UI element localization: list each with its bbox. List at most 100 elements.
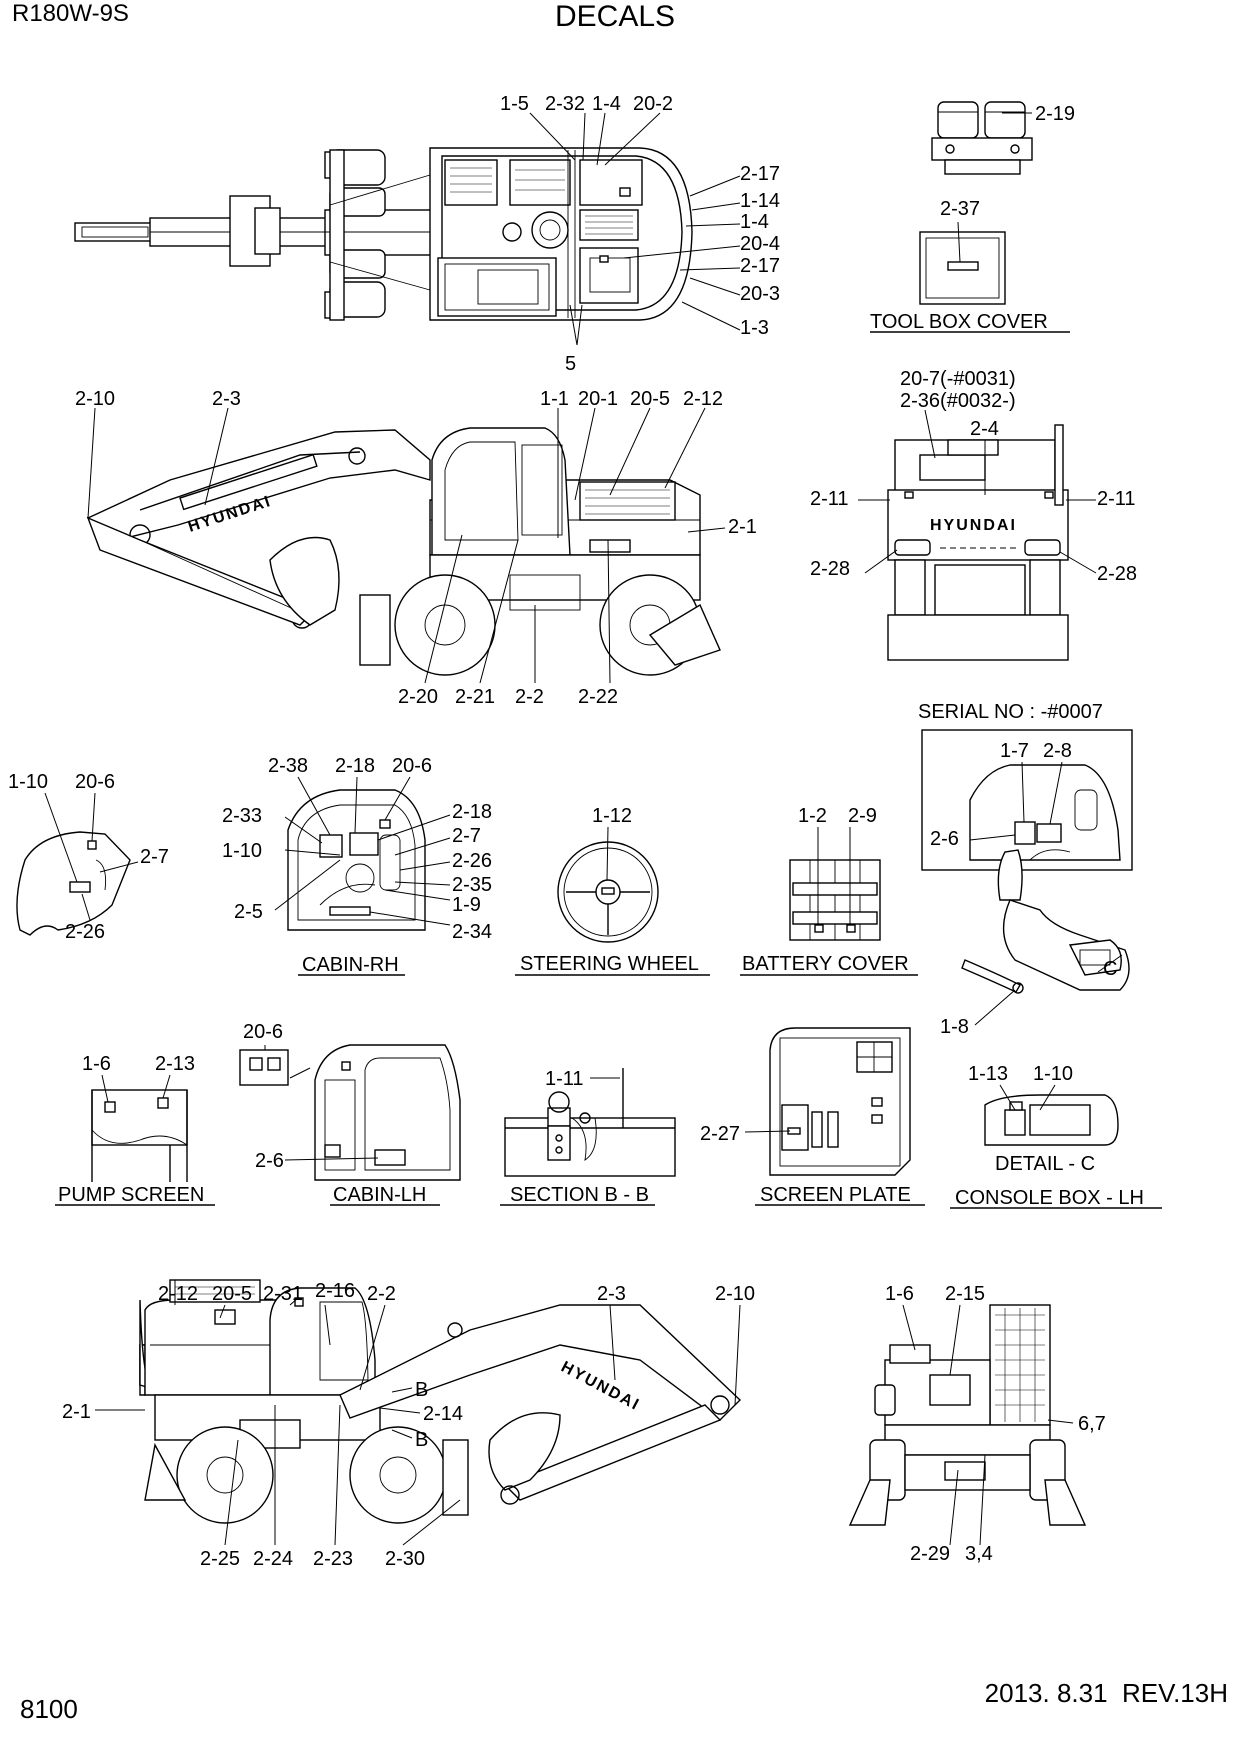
cabin-lh-detail	[239, 1044, 461, 1206]
callout-rear-1: 20-7(-#0031)	[900, 368, 1016, 390]
callout-steering-1: 1-12	[592, 805, 632, 827]
callouts-pump-screen: 1-6 2-13 PUMP SCREEN	[58, 1053, 204, 1206]
callout-front-5: 3,4	[965, 1543, 993, 1565]
callout-front-2: 2-15	[945, 1283, 985, 1305]
callout-siderh-2: 2-3	[212, 388, 241, 410]
side-view-lh: HYUNDAI	[95, 1279, 742, 1546]
callout-cabinrh-7: 1-10	[222, 840, 262, 862]
callout-sidelh-8: 2-1	[62, 1401, 91, 1423]
callout-serial-3: 2-6	[930, 828, 959, 850]
callout-sidelh-10: B	[415, 1379, 428, 1401]
callout-top-11: 1-3	[740, 317, 769, 339]
callout-sidelh-1: 2-12	[158, 1283, 198, 1305]
callout-pump-2: 2-13	[155, 1053, 195, 1075]
callout-cabinrh-8: 2-26	[452, 850, 492, 872]
callout-cabinrh-1: 2-38	[268, 755, 308, 777]
callout-toolbox-1: 2-37	[940, 198, 980, 220]
callout-window-3: 2-7	[140, 846, 169, 868]
console-box-detail	[950, 1084, 1162, 1209]
callout-joystick-1: C	[1103, 958, 1117, 980]
callout-cabinrh-10: 1-9	[452, 894, 481, 916]
window-detail	[16, 792, 139, 936]
callout-siderh-11: 2-22	[578, 686, 618, 708]
hydraulic-block-detail	[931, 101, 1033, 175]
callout-siderh-9: 2-21	[455, 686, 495, 708]
callouts-console-box: 1-13 1-10 DETAIL - C CONSOLE BOX - LH	[955, 1063, 1144, 1209]
callout-cabinrh-2: 2-18	[335, 755, 375, 777]
pump-screen-caption: PUMP SCREEN	[58, 1184, 204, 1206]
callouts-serial-no: SERIAL NO : -#0007 1-7 2-8 2-6	[918, 701, 1103, 850]
callout-top-7: 1-4	[740, 211, 769, 233]
callout-top-2: 2-32	[545, 93, 585, 115]
steering-wheel-detail	[515, 826, 710, 976]
callout-sidelh-15: 2-30	[385, 1548, 425, 1570]
screen-plate-detail	[744, 1027, 925, 1206]
callout-sidelh-7: 2-10	[715, 1283, 755, 1305]
callouts-side-rh: 2-10 2-3 1-1 20-1 20-5 2-12 2-1 2-20 2-2…	[75, 388, 757, 708]
callout-cabinrh-12: 2-34	[452, 921, 492, 943]
callouts-side-lh: 2-12 20-5 2-31 2-16 2-2 2-3 2-10 2-1 2-1…	[62, 1280, 755, 1570]
callout-cabinrh-6: 2-7	[452, 825, 481, 847]
steering-wheel-caption: STEERING WHEEL	[520, 953, 699, 975]
callout-console-2: 1-10	[1033, 1063, 1073, 1085]
callouts-front: 1-6 2-15 6,7 2-29 3,4	[885, 1283, 1106, 1565]
callout-screen-1: 2-27	[700, 1123, 740, 1145]
cabin-lh-caption: CABIN-LH	[333, 1184, 426, 1206]
side-view-rh: HYUNDAI	[86, 407, 726, 684]
callouts-joystick: C 1-8	[940, 958, 1117, 1038]
callout-rear-3: 2-4	[970, 418, 999, 440]
callout-top-10: 20-3	[740, 283, 780, 305]
callout-top-12: 5	[565, 353, 576, 375]
callout-console-1: 1-13	[968, 1063, 1008, 1085]
callout-sidelh-6: 2-3	[597, 1283, 626, 1305]
callouts-steering-wheel: 1-12 STEERING WHEEL	[520, 805, 699, 975]
callout-top-9: 2-17	[740, 255, 780, 277]
rear-view: HYUNDAI	[858, 409, 1097, 661]
callouts-window: 1-10 20-6 2-7 2-26	[8, 771, 169, 943]
callout-siderh-8: 2-20	[398, 686, 438, 708]
screen-plate-caption: SCREEN PLATE	[760, 1184, 911, 1206]
callout-window-1: 1-10	[8, 771, 48, 793]
callout-sidelh-11: B	[415, 1429, 428, 1451]
brand-text-side-lh: HYUNDAI	[558, 1359, 643, 1415]
callouts-tool-box: 2-37 TOOL BOX COVER	[870, 198, 1048, 333]
callouts-rear: 20-7(-#0031) 2-36(#0032-) 2-4 2-11 2-11 …	[810, 368, 1137, 585]
callout-sidelh-4: 2-16	[315, 1280, 355, 1302]
callout-hyd-1: 2-19	[1035, 103, 1075, 125]
revision-stamp: 2013. 8.31 REV.13H	[984, 1678, 1228, 1708]
callout-rear-6: 2-28	[810, 558, 850, 580]
callout-sidelh-12: 2-25	[200, 1548, 240, 1570]
section-bb-caption: SECTION B - B	[510, 1184, 649, 1206]
callout-rear-7: 2-28	[1097, 563, 1137, 585]
callouts-cabin-lh: 20-6 2-6 CABIN-LH	[243, 1021, 426, 1206]
serial-no-detail	[921, 729, 1133, 871]
callout-sectionbb-1: 1-11	[545, 1068, 584, 1090]
tool-box-cover-caption: TOOL BOX COVER	[870, 311, 1048, 333]
callout-joystick-2: 1-8	[940, 1016, 969, 1038]
callout-battery-1: 1-2	[798, 805, 827, 827]
callout-front-4: 2-29	[910, 1543, 950, 1565]
callouts-battery-cover: 1-2 2-9 BATTERY COVER	[742, 805, 909, 975]
callout-top-6: 1-14	[740, 190, 780, 212]
callout-siderh-7: 2-1	[728, 516, 757, 538]
cabin-rh-detail	[274, 776, 451, 976]
callout-siderh-1: 2-10	[75, 388, 115, 410]
callout-top-1: 1-5	[500, 93, 529, 115]
callout-sidelh-5: 2-2	[367, 1283, 396, 1305]
callout-sidelh-2: 20-5	[212, 1283, 252, 1305]
callout-rear-5: 2-11	[1097, 488, 1136, 510]
callout-sidelh-14: 2-23	[313, 1548, 353, 1570]
callout-rear-4: 2-11	[810, 488, 849, 510]
callout-siderh-3: 1-1	[540, 388, 569, 410]
callout-battery-2: 2-9	[848, 805, 877, 827]
callout-cabinlh-2: 2-6	[255, 1150, 284, 1172]
callout-sidelh-9: 2-14	[423, 1403, 463, 1425]
front-view	[848, 1304, 1087, 1546]
callout-serial-2: 2-8	[1043, 740, 1072, 762]
battery-cover-caption: BATTERY COVER	[742, 953, 909, 975]
callout-pump-1: 1-6	[82, 1053, 111, 1075]
callout-siderh-6: 2-12	[683, 388, 723, 410]
callout-siderh-4: 20-1	[578, 388, 618, 410]
